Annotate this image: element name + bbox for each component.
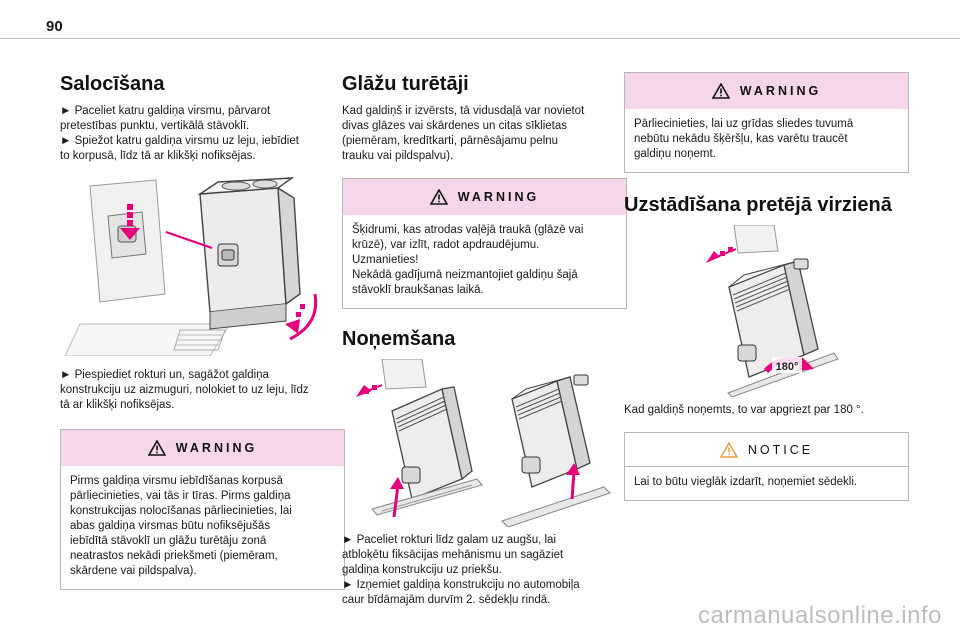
notice-title: NOTICE bbox=[747, 442, 814, 457]
warning-title: WARNING bbox=[457, 190, 540, 204]
warning-triangle-icon bbox=[711, 83, 730, 99]
warning-text: Pirms galdiņa virsmu iebīdīšanas korpusā… bbox=[70, 475, 292, 577]
warning-text: Šķidrumi, kas atrodas vaļējā traukā (glā… bbox=[352, 224, 584, 296]
rotation-illustration: 180° bbox=[706, 225, 839, 397]
warning-title: WARNING bbox=[175, 441, 258, 455]
removal-text: ► Paceliet rokturi līdz galam uz augšu, … bbox=[342, 534, 580, 606]
warning-header: WARNING bbox=[61, 430, 344, 466]
page-number: 90 bbox=[46, 18, 63, 35]
heading-cup-holders: Glāžu turētāji bbox=[342, 73, 469, 95]
folding-intro: ► Paceliet katru galdiņa virsmu, pārvaro… bbox=[60, 105, 299, 162]
warning-box-rail: WARNING Pārliecinieties, lai uz grīdas s… bbox=[624, 72, 909, 173]
rotation-label: 180° bbox=[776, 361, 799, 373]
removal-illustration bbox=[356, 359, 611, 527]
warning-box-folding: WARNING Pirms galdiņa virsmu iebīdīšanas… bbox=[60, 429, 345, 590]
column-cup-holders: Glāžu turētāji Kad galdiņš ir izvērsts, … bbox=[342, 72, 627, 608]
rotation-text: Kad galdiņš noņemts, to var apgriezt par… bbox=[624, 404, 864, 416]
column-reverse-install: WARNING Pārliecinieties, lai uz grīdas s… bbox=[624, 72, 909, 501]
heading-reverse-install: Uzstādīšana pretējā virzienā bbox=[624, 194, 892, 216]
warning-triangle-icon bbox=[429, 189, 448, 205]
notice-header: NOTICE bbox=[625, 433, 908, 467]
warning-text: Pārliecinieties, lai uz grīdas sliedes t… bbox=[634, 118, 854, 160]
notice-triangle-icon bbox=[719, 441, 738, 458]
warning-header: WARNING bbox=[343, 179, 626, 215]
notice-box: NOTICE Lai to būtu vieglāk izdarīt, noņe… bbox=[624, 432, 909, 501]
watermark: carmanualsonline.info bbox=[698, 602, 942, 629]
warning-box-liquids: WARNING Šķidrumi, kas atrodas vaļējā tra… bbox=[342, 178, 627, 309]
column-folding: Salocīšana ► Paceliet katru galdiņa virs… bbox=[60, 72, 345, 590]
folding-after: ► Piespiediet rokturi un, sagāžot galdiņ… bbox=[60, 369, 309, 411]
folding-illustration bbox=[64, 177, 318, 356]
heading-removal: Noņemšana bbox=[342, 328, 456, 350]
warning-header: WARNING bbox=[625, 73, 908, 109]
cup-holders-intro: Kad galdiņš ir izvērsts, tā vidusdaļā va… bbox=[342, 105, 585, 162]
warning-triangle-icon bbox=[147, 440, 166, 456]
header-rule bbox=[0, 38, 960, 39]
heading-folding: Salocīšana bbox=[60, 73, 165, 95]
warning-title: WARNING bbox=[739, 84, 822, 98]
notice-text: Lai to būtu vieglāk izdarīt, noņemiet sē… bbox=[634, 476, 858, 488]
